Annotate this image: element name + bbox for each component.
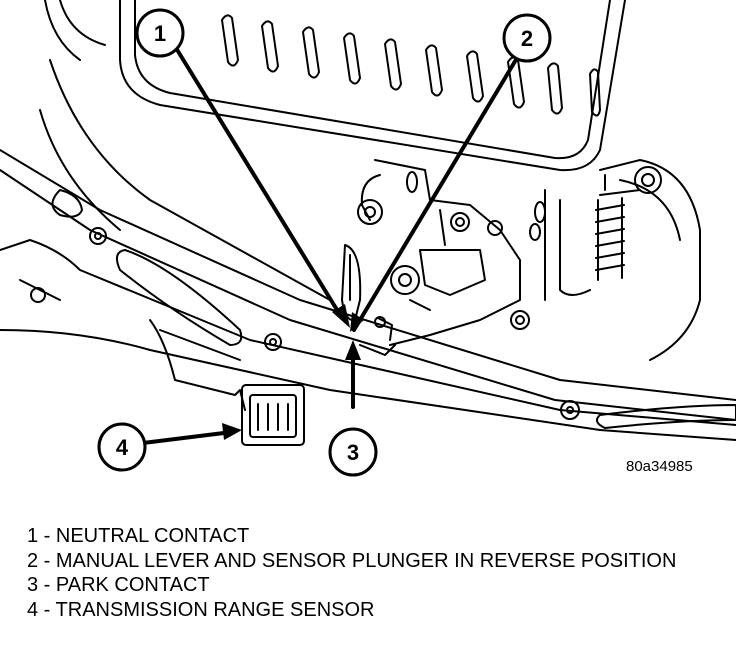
callout-4-number: 4	[116, 435, 129, 460]
arrowhead-3	[345, 340, 361, 360]
arrowhead-1	[332, 304, 350, 328]
bracket-slot-3	[595, 404, 736, 429]
callout-4: 4	[97, 422, 147, 472]
range-sensor-connector	[149, 319, 305, 446]
callout-1: 1	[135, 8, 185, 58]
leader-line-1	[174, 46, 344, 320]
arrowhead-2	[350, 312, 364, 332]
bracket-slot-2	[115, 249, 243, 346]
leader-lines	[141, 46, 519, 445]
arrowhead-4	[222, 423, 242, 440]
mounting-bracket	[0, 149, 736, 429]
callout-1-number: 1	[154, 21, 166, 46]
leader-line-4	[141, 430, 234, 445]
callout-2: 2	[502, 13, 552, 63]
callouts: 1 2 3 4	[97, 8, 552, 477]
legend-item-1: 1 - NEUTRAL CONTACT	[27, 525, 250, 547]
valve-body	[341, 159, 530, 356]
spring-assembly	[406, 166, 662, 281]
pan-slots	[221, 14, 601, 117]
leader-arrowheads	[222, 304, 364, 440]
legend-item-3: 3 - PARK CONTACT	[27, 574, 210, 596]
transmission-case	[0, 59, 736, 441]
legend: 1 - NEUTRAL CONTACT 2 - MANUAL LEVER AND…	[27, 524, 717, 622]
callout-3: 3	[328, 427, 378, 477]
callout-2-number: 2	[521, 26, 533, 51]
leader-line-2	[352, 56, 519, 332]
legend-item-4: 4 - TRANSMISSION RANGE SENSOR	[27, 598, 375, 621]
legend-item-2: 2 - MANUAL LEVER AND SENSOR PLUNGER IN R…	[27, 549, 677, 572]
oil-pan	[44, 0, 626, 172]
figure-id: 80a34985	[626, 458, 693, 475]
transmission-illustration: 1 2 3 4	[0, 0, 736, 477]
callout-3-number: 3	[347, 440, 359, 465]
bracket-slot-1	[51, 189, 83, 218]
